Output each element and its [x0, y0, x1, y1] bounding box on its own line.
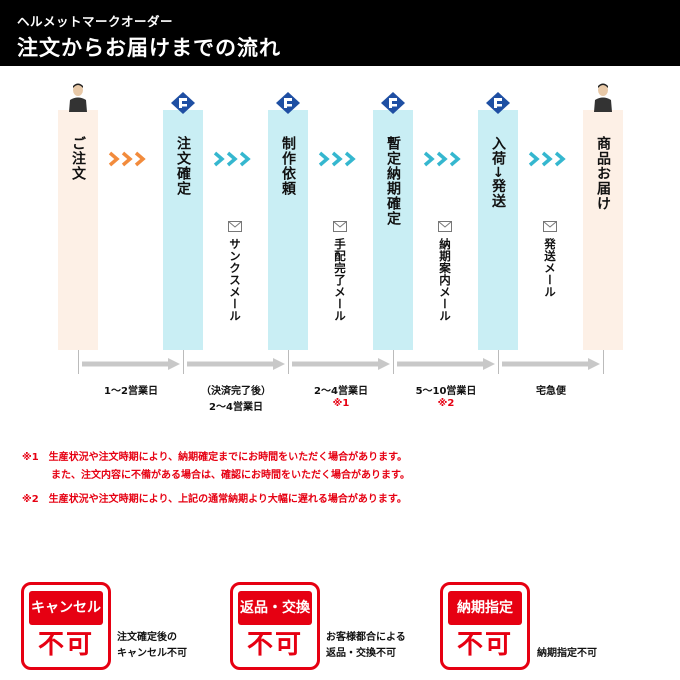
- timeline-duration-label: 5～10営業日: [415, 386, 477, 397]
- step-label: 暫定納期確定: [385, 136, 401, 226]
- page-subtitle: ヘルメットマークオーダー: [17, 14, 174, 29]
- step-label: 制作依頼: [280, 136, 296, 196]
- timeline-footnote-ref: ※1: [332, 398, 350, 409]
- step-label: ご注文: [70, 136, 86, 181]
- badge-caption: 納期指定不可: [537, 648, 597, 659]
- step-column-delivery: [583, 110, 623, 350]
- timeline-arrow: [187, 358, 285, 370]
- footnote-1-continued: また、注文内容に不備がある場合は、確認にお時間をいただく場合があります。: [51, 470, 410, 481]
- company-logo-icon: [171, 92, 195, 114]
- badge-caption: 返品・交換不可: [326, 648, 396, 659]
- chevron-right-icon: [423, 151, 461, 167]
- mail-icon: [333, 221, 347, 232]
- badge-bottom-text: 不可: [37, 630, 94, 660]
- step-label: 入荷→発送: [490, 136, 506, 209]
- timeline-duration-label: 宅急便: [536, 386, 566, 397]
- badge-top-text: 返品・交換: [238, 591, 312, 625]
- step-column-order: [58, 110, 98, 350]
- mail-icon: [228, 221, 242, 232]
- email-label: 手配完了メール: [333, 238, 347, 322]
- email-label: 納期案内メール: [438, 238, 452, 322]
- timeline-duration-label: 2～4営業日: [314, 386, 368, 397]
- chevron-right-icon: [528, 151, 566, 167]
- timeline-arrow: [502, 358, 600, 370]
- chevron-right-icon: [213, 151, 251, 167]
- no-date-specify-badge: 納期指定 不可: [440, 582, 530, 670]
- timeline-arrow: [292, 358, 390, 370]
- timeline-tick: [393, 350, 394, 374]
- company-logo-icon: [486, 92, 510, 114]
- step-label: 注文確定: [175, 136, 191, 196]
- page-header: ヘルメットマークオーダー 注文からお届けまでの流れ: [0, 0, 680, 66]
- chevron-right-icon: [318, 151, 356, 167]
- timeline-tick: [498, 350, 499, 374]
- badge-bottom-text: 不可: [456, 630, 513, 660]
- mail-icon: [438, 221, 452, 232]
- mail-icon: [543, 221, 557, 232]
- step-column-ship: [478, 110, 518, 350]
- timeline-tick: [603, 350, 604, 374]
- company-logo-icon: [381, 92, 405, 114]
- badge-top-text: キャンセル: [29, 591, 103, 625]
- step-column-production: [268, 110, 308, 350]
- page-title: 注文からお届けまでの流れ: [17, 36, 281, 60]
- customer-person-icon: [69, 83, 87, 112]
- badge-bottom-text: 不可: [246, 630, 303, 660]
- timeline-tick: [183, 350, 184, 374]
- company-logo-icon: [276, 92, 300, 114]
- badge-caption: 注文確定後の: [117, 632, 177, 643]
- timeline-duration-label: （決済完了後）: [201, 386, 271, 397]
- timeline-tick: [288, 350, 289, 374]
- no-return-badge: 返品・交換 不可: [230, 582, 320, 670]
- footnote-2: ※2 生産状況や注文時期により、上記の通常納期より大幅に遅れる場合があります。: [22, 494, 407, 505]
- badge-top-text: 納期指定: [448, 591, 522, 625]
- step-column-deadline: [373, 110, 413, 350]
- timeline-arrow: [82, 358, 180, 370]
- step-column-confirm: [163, 110, 203, 350]
- footnote-1: ※1 生産状況や注文時期により、納期確定までにお時間をいただく場合があります。: [22, 452, 408, 463]
- timeline-footnote-ref: ※2: [437, 398, 455, 409]
- no-cancel-badge: キャンセル 不可: [21, 582, 111, 670]
- customer-person-icon: [594, 83, 612, 112]
- badge-caption: お客様都合による: [326, 632, 406, 643]
- chevron-right-icon: [108, 151, 146, 167]
- email-label: サンクスメール: [228, 238, 242, 322]
- badge-caption: キャンセル不可: [117, 648, 187, 659]
- email-label: 発送メール: [543, 238, 557, 298]
- step-label: 商品お届け: [595, 136, 611, 211]
- timeline-arrow: [397, 358, 495, 370]
- timeline-tick: [78, 350, 79, 374]
- timeline-duration-label: 2～4営業日: [209, 402, 263, 413]
- timeline-duration-label: 1～2営業日: [104, 386, 158, 397]
